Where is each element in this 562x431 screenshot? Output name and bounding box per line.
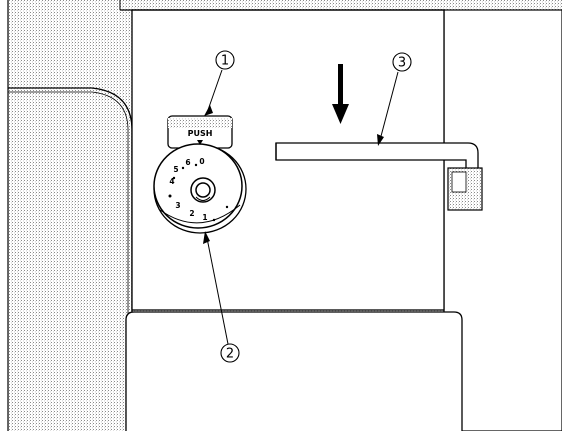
- stitch-length-dial[interactable]: PUSH 0 1 2 3 4 5 6: [153, 115, 247, 234]
- push-label: PUSH: [188, 129, 213, 138]
- push-down-arrow: [332, 64, 349, 124]
- dial-number-5: 5: [173, 165, 178, 174]
- dial-scale: 0 1 2 3 4 5 6: [168, 157, 229, 222]
- callout-3-number: 3: [398, 56, 406, 71]
- presser-lever: [275, 142, 483, 211]
- dial-number-1: 1: [202, 213, 207, 222]
- lower-block: [125, 311, 463, 431]
- dial-number-2: 2: [189, 209, 194, 218]
- dial-number-0: 0: [199, 157, 204, 166]
- callout-2: 2: [203, 231, 240, 363]
- callout-3: 3: [377, 52, 412, 146]
- callout-1-number: 1: [221, 54, 229, 69]
- dial-number-4: 4: [169, 177, 174, 186]
- dial-number-3: 3: [175, 201, 180, 210]
- callout-1: 1: [204, 50, 235, 116]
- callout-2-number: 2: [226, 347, 234, 362]
- dial-number-6: 6: [185, 158, 190, 167]
